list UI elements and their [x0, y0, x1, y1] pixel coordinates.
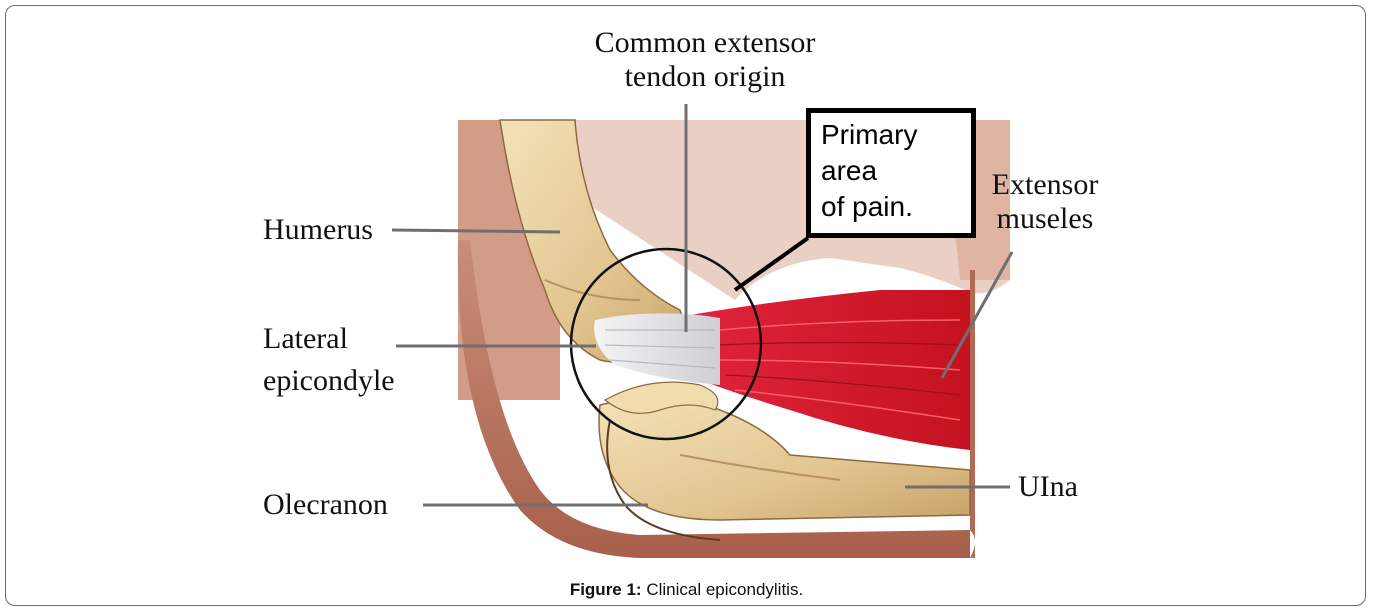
label-lateral-line1: Lateral [263, 322, 395, 356]
figure-caption-prefix: Figure 1: [570, 580, 642, 599]
label-primary-pain-line1: Primary [821, 117, 917, 153]
label-primary-pain-line3: of pain. [821, 189, 917, 225]
label-olecranon: Olecranon [263, 488, 388, 522]
label-common-extensor-line1: Common extensor [570, 26, 840, 60]
label-humerus: Humerus [263, 213, 373, 247]
label-lateral-line2: epicondyle [263, 364, 395, 398]
label-extensor-muscles: Extensor museles [980, 168, 1110, 236]
label-primary-pain-line2: area [821, 153, 917, 189]
label-extensor-line2: museles [980, 202, 1110, 236]
label-ulna: UIna [1018, 470, 1078, 504]
humerus-leader [392, 230, 560, 232]
label-lateral-epicondyle: Lateral epicondyle [263, 322, 395, 398]
label-common-extensor-line2: tendon origin [570, 60, 840, 94]
common-extensor-tendon [594, 313, 720, 385]
label-common-extensor: Common extensor tendon origin [570, 26, 840, 94]
label-extensor-line1: Extensor [980, 168, 1110, 202]
primary-pain-area-box: Primary area of pain. [806, 108, 976, 238]
figure-caption-text: Clinical epicondylitis. [642, 580, 804, 599]
figure-caption: Figure 1: Clinical epicondylitis. [0, 580, 1373, 600]
